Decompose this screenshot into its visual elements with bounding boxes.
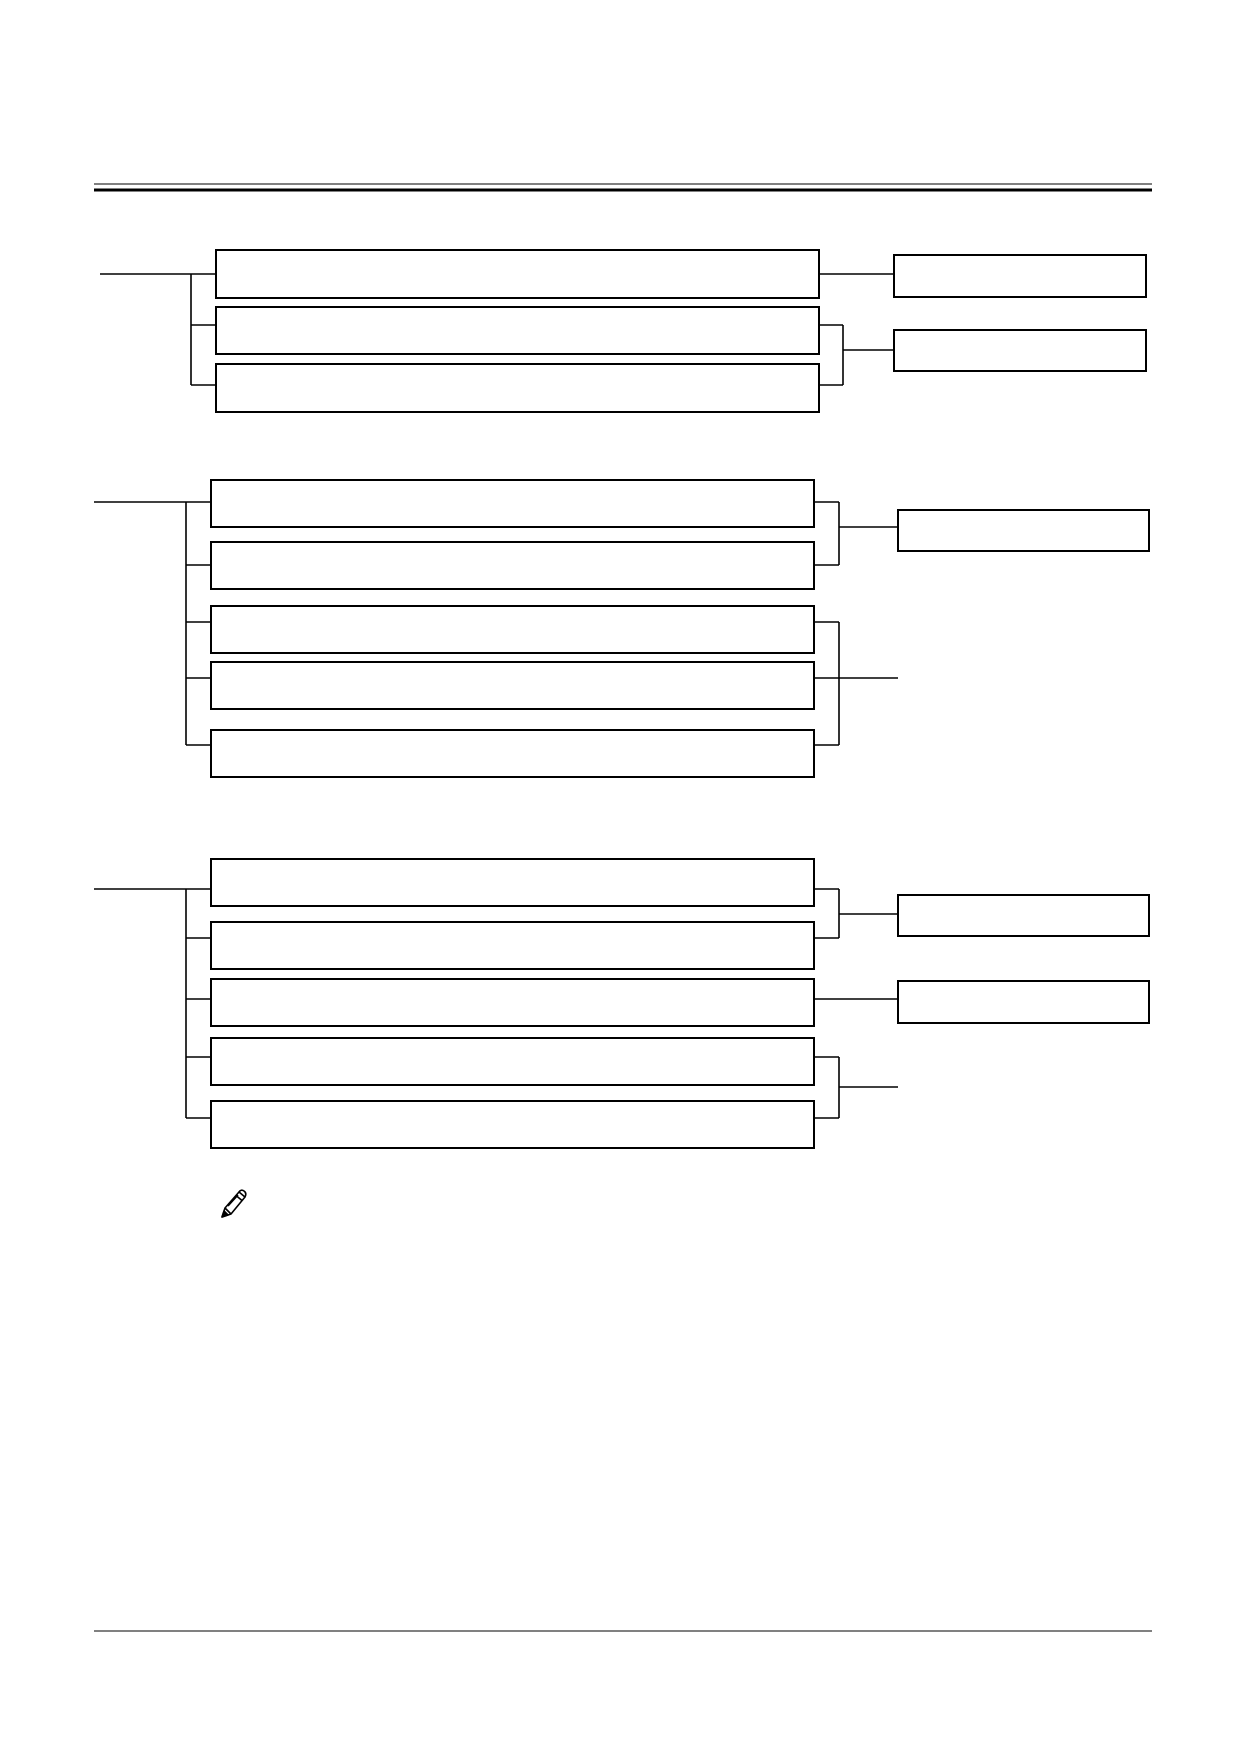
group-2 — [94, 479, 1150, 778]
group-1-item-3 — [215, 363, 820, 413]
group-3-item-5 — [210, 1100, 815, 1149]
group-1-result-2 — [893, 329, 1147, 372]
group-3-result-2 — [897, 980, 1150, 1024]
group-2-item-1 — [210, 479, 815, 528]
group-3-item-2 — [210, 921, 815, 970]
group-1-item-1 — [215, 249, 820, 299]
group-1 — [100, 249, 1147, 413]
group-2-result-1 — [897, 509, 1150, 552]
pencil-icon — [221, 1189, 247, 1218]
group-2-item-3 — [210, 605, 815, 654]
group-3-result-1 — [897, 894, 1150, 937]
group-2-item-5 — [210, 729, 815, 778]
group-3 — [94, 858, 1150, 1149]
group-1-result-1 — [893, 254, 1147, 298]
group-2-item-4 — [210, 661, 815, 710]
group-3-item-3 — [210, 978, 815, 1027]
group-3-item-1 — [210, 858, 815, 907]
group-2-item-2 — [210, 541, 815, 590]
group-3-item-4 — [210, 1037, 815, 1086]
group-1-item-2 — [215, 306, 820, 355]
